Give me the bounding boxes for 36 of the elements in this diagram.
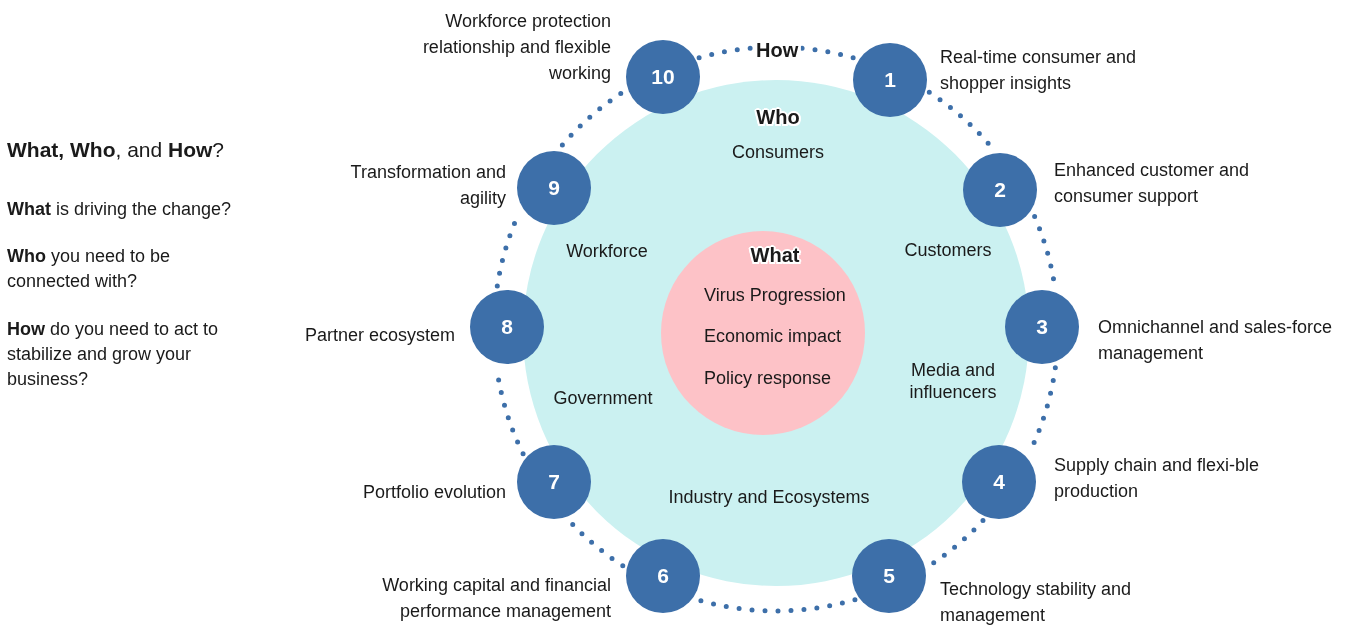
circle-item: Virus Progression <box>704 285 846 307</box>
side-heading: What, Who, and How? <box>7 137 226 162</box>
side-question: Who you need to be connected with? <box>7 245 172 293</box>
circle-heading: What <box>750 243 800 267</box>
step-label: Transformation and agility <box>349 161 506 210</box>
step-label: Working capital and financial performance management <box>381 574 611 623</box>
number-circle <box>517 445 591 519</box>
circle-item: Policy response <box>704 368 832 390</box>
circle-number: 9 <box>547 175 561 201</box>
circle-number: 1 <box>883 67 897 93</box>
circle-number: 2 <box>993 177 1007 203</box>
step-label: Real-time consumer and shopper insights <box>940 46 1138 95</box>
circle-item: Government <box>553 388 653 410</box>
circle-item: Economic impact <box>704 326 842 348</box>
circle-number: 7 <box>547 469 561 495</box>
circle-number: 4 <box>992 469 1006 495</box>
circle-item: Workforce <box>566 241 648 263</box>
circle-number: 10 <box>650 64 676 90</box>
circle-heading: Who <box>756 105 800 129</box>
circle-item: Consumers <box>732 142 824 164</box>
circle-number: 8 <box>500 314 514 340</box>
circle-number: 6 <box>656 563 670 589</box>
side-question: How do you need to act to stabilize and grow your business? <box>7 318 220 391</box>
circle-item: Industry and Ecosystems <box>668 487 870 509</box>
step-label: Omnichannel and sales-force management <box>1098 316 1334 365</box>
step-label: Partner ecosystem <box>303 324 455 347</box>
step-label: Enhanced customer and consumer support <box>1054 159 1251 208</box>
circle-number: 5 <box>882 563 896 589</box>
circle-item: Media and influencers <box>908 360 998 404</box>
step-label: Supply chain and flexi-ble production <box>1054 454 1261 503</box>
circle-number: 3 <box>1035 314 1049 340</box>
circle-item: Customers <box>904 240 992 262</box>
side-question: What is driving the change? <box>7 198 233 221</box>
step-label: Technology stability and management <box>940 578 1133 626</box>
step-label: Workforce protection relationship and flexible working <box>421 10 611 85</box>
step-label: Portfolio evolution <box>361 481 506 504</box>
